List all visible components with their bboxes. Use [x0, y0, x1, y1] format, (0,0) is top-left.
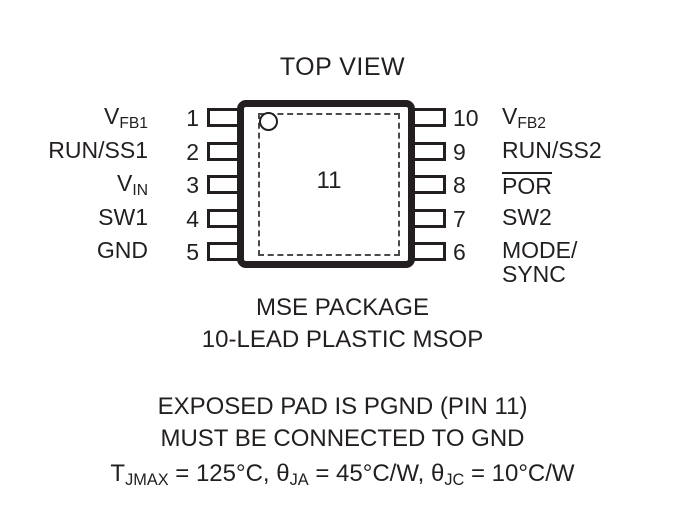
lead-pin-9	[412, 141, 446, 161]
pin-number-4: 4	[186, 205, 199, 232]
lead-pin-3	[207, 175, 241, 195]
pin-number-6: 6	[453, 239, 466, 266]
pin-1-indicator-icon	[259, 112, 278, 131]
pin-number-8: 8	[453, 172, 466, 199]
package-body-outline	[237, 100, 415, 268]
pin-number-10: 10	[453, 105, 479, 131]
pin-label-1: VFB1	[104, 103, 148, 133]
tjmax-subscript: JMAX	[125, 471, 169, 490]
pin-number-9: 9	[453, 138, 466, 165]
pin-label-8: POR	[502, 172, 552, 200]
lead-pin-10	[412, 108, 446, 127]
lead-pin-4	[207, 208, 241, 228]
theta-ja-symbol: θ	[276, 460, 290, 487]
theta-ja-value: = 45°C/W,	[308, 460, 431, 487]
pin-number-3: 3	[186, 172, 199, 199]
lead-pin-5	[207, 242, 241, 262]
lead-pin-7	[412, 208, 446, 228]
pin-label-6: MODE/SYNC	[502, 237, 578, 287]
tjmax-symbol: T	[110, 460, 126, 487]
theta-jc-value: = 10°C/W	[464, 460, 575, 487]
pin-label-7: SW2	[502, 203, 552, 230]
exposed-pad-note-line-2: MUST BE CONNECTED TO GND	[160, 425, 525, 452]
pin-number-2: 2	[186, 138, 199, 165]
pin-number-1: 1	[186, 105, 199, 131]
exposed-pad-note-line-1: EXPOSED PAD IS PGND (PIN 11)	[157, 393, 528, 420]
package-name-caption: MSE PACKAGE	[256, 294, 429, 321]
lead-pin-1	[207, 108, 241, 127]
pin-label-5: GND	[96, 237, 148, 264]
pin-label-9: RUN/SS2	[502, 136, 602, 163]
pin-label-2: RUN/SS1	[48, 136, 148, 163]
theta-ja-subscript: JA	[289, 471, 309, 490]
lead-pin-8	[412, 175, 446, 195]
theta-jc-symbol: θ	[430, 460, 445, 487]
lead-pin-2	[207, 141, 241, 161]
pin-label-4: SW1	[98, 203, 148, 230]
package-leadcount-caption: 10-LEAD PLASTIC MSOP	[201, 326, 484, 353]
lead-pin-6	[412, 242, 446, 262]
pin-number-5: 5	[186, 239, 199, 266]
pin-number-7: 7	[453, 205, 466, 232]
thermal-specification: TJMAX = 125°C, θJA = 45°C/W, θJC = 10°C/…	[0, 460, 685, 490]
exposed-pad-outline	[258, 113, 400, 256]
view-title: TOP VIEW	[279, 53, 406, 81]
exposed-pad-number: 11	[316, 167, 342, 194]
pin-label-10: VFB2	[502, 103, 546, 133]
pin-label-3: VIN	[117, 170, 148, 200]
tjmax-value: = 125°C,	[168, 460, 277, 487]
theta-jc-subscript: JC	[444, 471, 465, 490]
